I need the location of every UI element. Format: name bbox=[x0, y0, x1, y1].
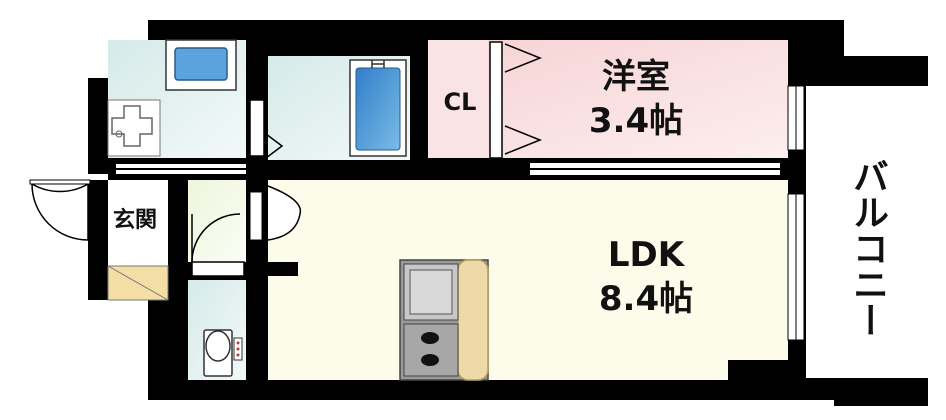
closet-floor bbox=[428, 40, 488, 158]
bath-door bbox=[249, 99, 284, 159]
balcony-floor bbox=[806, 86, 928, 378]
hallway-floor bbox=[188, 180, 246, 262]
western-room-name: 洋室 bbox=[602, 57, 670, 97]
kitchen bbox=[399, 259, 489, 381]
entrance-floor bbox=[108, 180, 168, 266]
entrance-door bbox=[29, 179, 91, 241]
ldk-floor bbox=[268, 180, 788, 360]
western-room-size: 3.4帖 bbox=[588, 101, 684, 141]
ldk-floor-lower bbox=[268, 360, 728, 380]
entrance-label: 玄関 bbox=[112, 208, 157, 233]
windows-right bbox=[787, 85, 805, 341]
ldk-room-name: LDK bbox=[607, 235, 685, 275]
closet-label: CL bbox=[443, 88, 477, 116]
balcony-label: バルコニー bbox=[847, 158, 888, 338]
hallway-door bbox=[191, 213, 245, 277]
ldk-room-size: 8.4帖 bbox=[598, 279, 694, 319]
toilet bbox=[203, 329, 243, 377]
washroom-sliding-door bbox=[108, 158, 268, 180]
sliding-door-western bbox=[428, 158, 788, 180]
bathtub bbox=[349, 59, 407, 157]
sink bbox=[165, 39, 237, 91]
ldk-door bbox=[246, 180, 302, 262]
washing-machine-pan bbox=[107, 99, 161, 157]
